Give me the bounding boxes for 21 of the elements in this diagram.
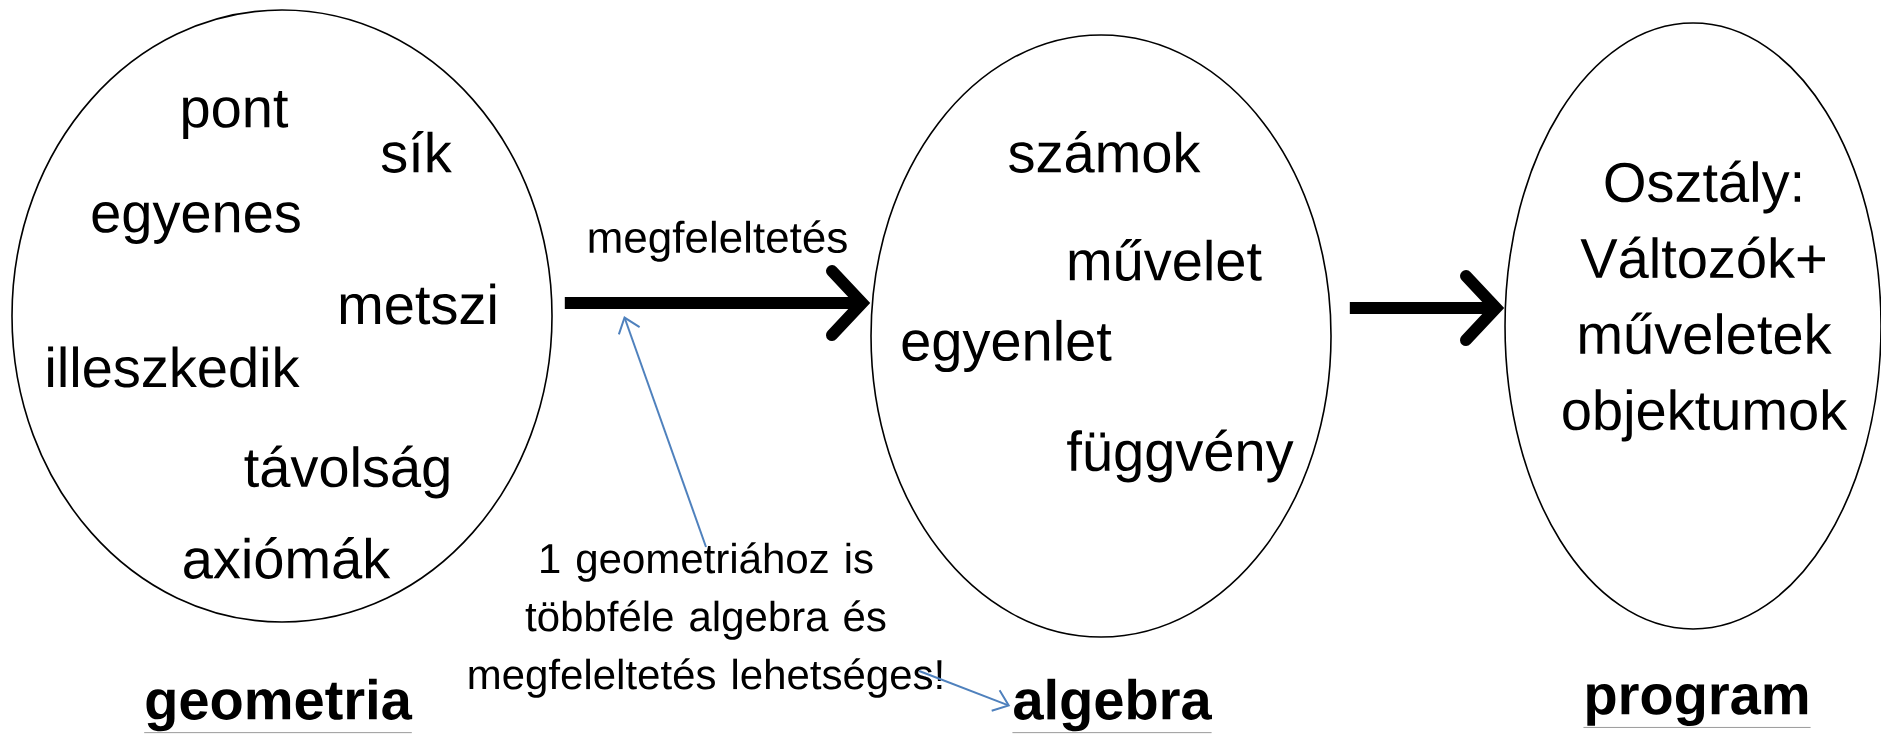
- term: sík: [381, 131, 452, 173]
- term: távolság: [244, 445, 449, 499]
- arrow: [1349, 270, 1505, 346]
- heading: geometria: [144, 678, 413, 733]
- term: egyenlet: [902, 319, 1112, 373]
- note: 1 geometriához is többféle algebra és megfeleltetés lehetséges!: [469, 542, 942, 698]
- term: egyenes: [92, 202, 300, 244]
- term: pont: [183, 91, 289, 139]
- term: axiómák: [184, 537, 391, 579]
- term: művelet: [1069, 239, 1262, 281]
- class-text: Osztály: Változók+ műveletek objektumok: [1563, 160, 1848, 442]
- term: metszi: [340, 283, 496, 325]
- arrow: [564, 265, 871, 341]
- arrow: [617, 316, 707, 548]
- arrow: [918, 670, 1011, 712]
- heading: algebra: [1012, 678, 1212, 733]
- term: számok: [1009, 131, 1201, 173]
- term: függvény: [1067, 429, 1294, 483]
- heading: program: [1583, 683, 1811, 728]
- term: illeszkedik: [48, 346, 300, 388]
- edge-label: megfeleltetés: [589, 220, 847, 262]
